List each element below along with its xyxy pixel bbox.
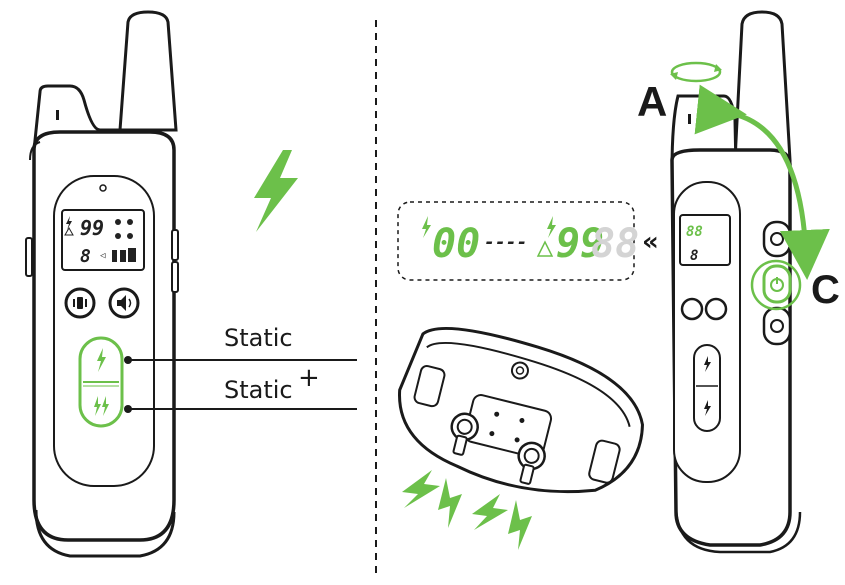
shock-effect-lightning — [402, 470, 532, 550]
collar-receiver — [398, 326, 644, 494]
rotate-arrow-icon — [670, 61, 722, 83]
side-lcd-channel: 8 — [690, 248, 698, 264]
remote-side: 88 8 — [670, 10, 802, 554]
warning-icon — [536, 240, 554, 257]
range-separator: ---- — [484, 232, 527, 253]
contact-point-left — [450, 412, 479, 456]
chevron-left: « — [642, 227, 659, 257]
lightning-icon — [254, 150, 298, 232]
move-arrow — [694, 84, 830, 280]
label-static-plus: Static — [224, 376, 293, 404]
remote-lcd-level: 99 — [80, 216, 104, 240]
svg-text:◁: ◁ — [100, 251, 106, 261]
range-min: 00 — [432, 221, 480, 267]
remote-front: 99 8 ◁ — [25, 10, 357, 558]
label-static: Static — [224, 324, 293, 352]
range-max: 99 — [556, 221, 604, 267]
side-lcd-level: 88 — [686, 224, 703, 240]
battery-icon — [112, 248, 136, 262]
label-plus-sign: + — [298, 363, 320, 393]
level-range-display: 00 ---- 99 88 — [397, 201, 639, 281]
remote-lcd-channel: 8 — [80, 246, 91, 267]
lcd-warning-icon — [64, 226, 74, 236]
range-ghost-digits: 88 — [591, 221, 639, 267]
contact-point-right — [517, 441, 546, 485]
sound-icon — [117, 295, 132, 311]
static-icon — [97, 348, 106, 372]
callout-c: C — [811, 268, 840, 312]
power-icon — [515, 366, 525, 375]
callout-a: A — [637, 78, 667, 125]
lcd-lightning-icon — [66, 216, 72, 230]
static-plus-icon — [94, 396, 109, 416]
vibrate-icon — [73, 297, 87, 309]
lcd-dog-icons — [115, 219, 133, 239]
